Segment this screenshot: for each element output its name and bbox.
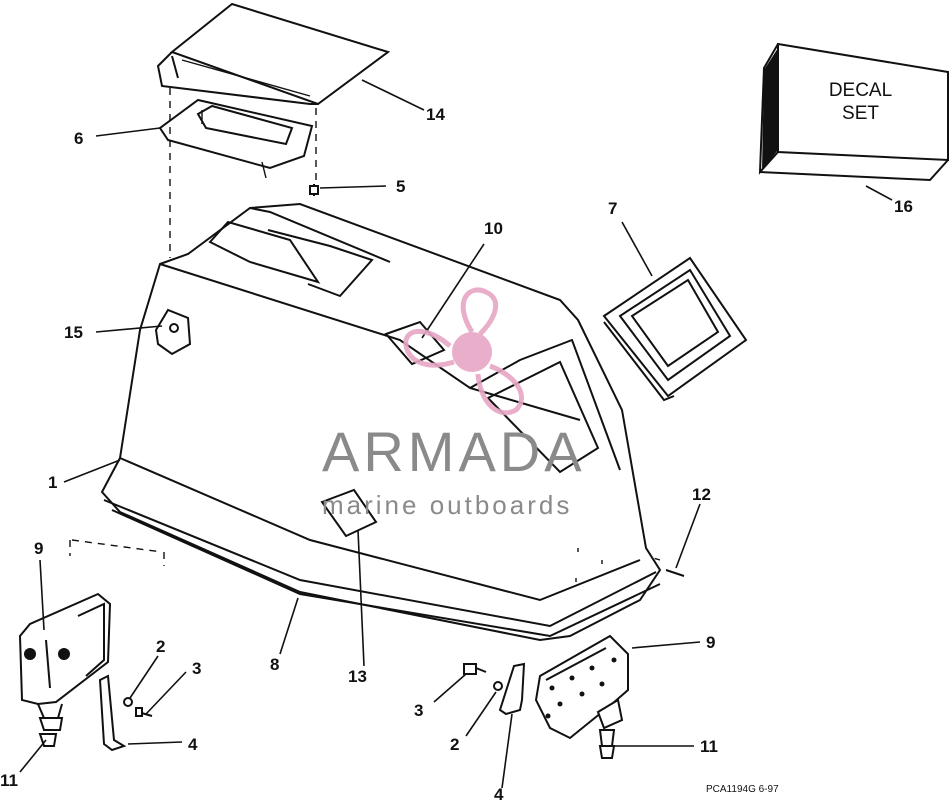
callout-2-left: 2 xyxy=(156,637,166,656)
part-3-2-4-right-fasteners xyxy=(463,662,526,716)
callout-4-left: 4 xyxy=(188,735,198,754)
callout-5: 5 xyxy=(396,177,406,196)
part-11-right xyxy=(598,745,616,759)
decal-line-2: SET xyxy=(842,103,879,124)
part-6-support xyxy=(158,98,314,179)
callout-9-left: 9 xyxy=(34,539,44,558)
callout-11-left: 11 xyxy=(0,771,18,790)
callout-3-left: 3 xyxy=(192,659,202,678)
leader-lines xyxy=(19,79,893,789)
part-15-latch xyxy=(154,308,192,356)
part-2-3-left-fasteners xyxy=(123,697,153,717)
drawing-number: PCA1194G 6-97 xyxy=(706,784,779,795)
part-7-window-frame xyxy=(602,256,748,402)
part-16-decal-box xyxy=(758,42,949,182)
watermark-brand: ARMADA xyxy=(322,420,586,483)
callout-15: 15 xyxy=(64,323,83,342)
callout-7: 7 xyxy=(608,199,618,218)
callout-2-right: 2 xyxy=(450,735,460,754)
part-9-right-bracket xyxy=(534,634,629,747)
decal-set-label: DECAL SET xyxy=(788,79,933,125)
callout-8: 8 xyxy=(270,655,280,674)
callout-16: 16 xyxy=(894,197,913,216)
part-10-patch xyxy=(384,320,446,366)
callout-12: 12 xyxy=(692,485,711,504)
callout-3-right: 3 xyxy=(414,701,424,720)
callout-1: 1 xyxy=(48,473,58,492)
callout-10: 10 xyxy=(484,219,503,238)
callout-6: 6 xyxy=(74,129,84,148)
part-4-left-bracket xyxy=(98,674,127,752)
callout-9-right: 9 xyxy=(706,633,716,652)
part-13-patch xyxy=(320,488,378,538)
decal-line-1: DECAL xyxy=(828,80,893,101)
part-5-screw xyxy=(309,184,319,196)
part-9-left-bracket xyxy=(18,592,112,731)
part-1-motor-cover xyxy=(100,202,662,642)
part-14-top-cap xyxy=(156,2,391,106)
callout-14: 14 xyxy=(426,105,445,124)
watermark-logo-icon xyxy=(403,287,524,416)
part-12-pin xyxy=(665,569,685,577)
callout-4-right: 4 xyxy=(494,785,504,804)
watermark-tagline: marine outboards xyxy=(322,490,573,520)
callout-13: 13 xyxy=(348,667,367,686)
callout-11-right: 11 xyxy=(700,737,718,756)
